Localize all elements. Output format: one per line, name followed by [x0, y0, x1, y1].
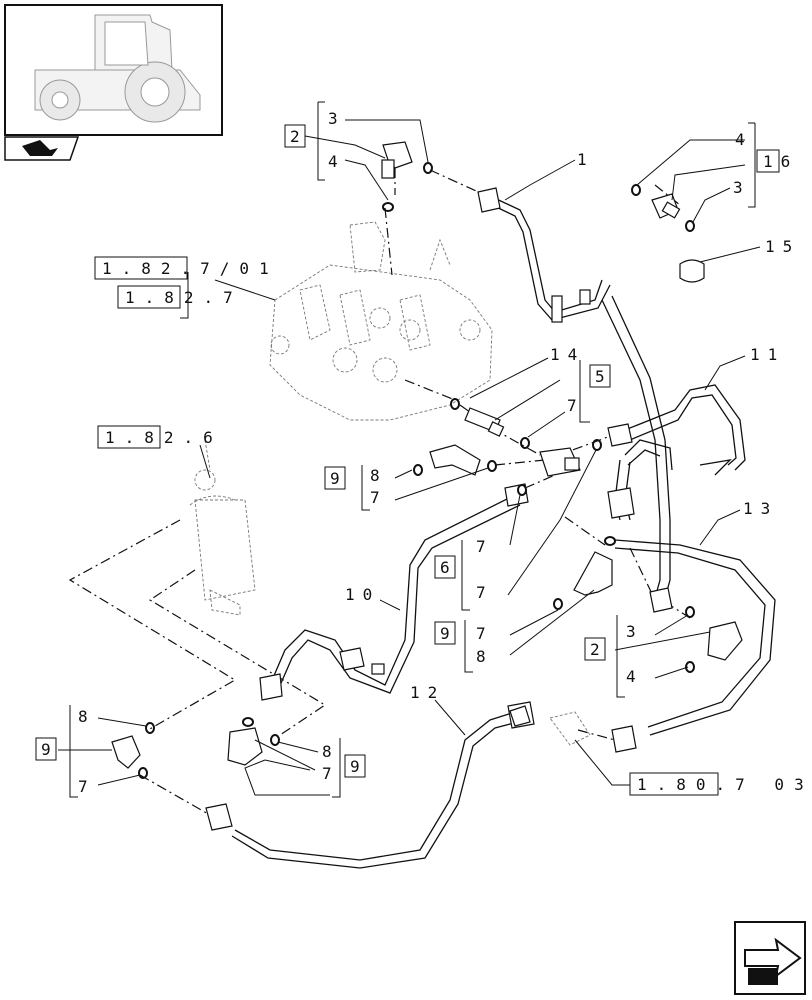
fittings — [111, 141, 743, 769]
hose-13 — [611, 539, 776, 753]
callout-11: 11 — [750, 345, 785, 364]
tee-6 — [539, 447, 581, 477]
callout-4-right: 4 — [735, 130, 753, 149]
elbow-9-upper — [429, 444, 481, 476]
ref-1-82-7[interactable]: 1.82.7 — [125, 288, 243, 307]
pipe-10 — [259, 483, 529, 701]
elbow-9-left — [111, 735, 141, 769]
callout-8-bottom: 8 — [322, 742, 340, 761]
callout-16: 16 — [763, 152, 798, 171]
o-rings — [138, 162, 695, 779]
callout-8-upper: 8 — [370, 466, 388, 485]
ref-1-80-7-03[interactable]: 1.80.7 03 — [637, 775, 812, 794]
callout-7-left: 7 — [78, 777, 96, 796]
callout-3-top: 3 — [328, 109, 346, 128]
callout-2-top: 2 — [290, 127, 308, 146]
callout-7-upper: 7 — [370, 488, 388, 507]
callout-14: 14 — [550, 345, 585, 364]
callout-2-right: 2 — [590, 640, 608, 659]
callout-labels: 1 2 3 4 4 3 16 15 14 5 7 11 9 8 7 13 7 6… — [41, 109, 800, 796]
callout-4-right-lower: 4 — [626, 667, 644, 686]
callout-12: 12 — [410, 683, 445, 702]
lift-cylinder-ghost — [189, 439, 256, 616]
callout-10: 10 — [345, 585, 380, 604]
callout-1: 1 — [577, 150, 595, 169]
control-valve-ghost — [269, 221, 493, 421]
callout-9-upper: 9 — [330, 469, 348, 488]
hose-12 — [205, 701, 535, 869]
callout-9-bottom: 9 — [350, 757, 368, 776]
fitting-5 — [464, 407, 505, 437]
callout-6: 6 — [440, 558, 458, 577]
callout-15: 15 — [765, 237, 800, 256]
callout-4-top: 4 — [328, 152, 346, 171]
reference-labels: 1.82.7/01 1.82.7 1.82.6 1.80.7 03 — [102, 259, 812, 794]
callout-7-b: 7 — [476, 537, 494, 556]
elbow-9-middle — [573, 551, 613, 596]
adapter-16 — [651, 193, 681, 219]
callout-boxes — [35, 124, 780, 796]
hoses — [205, 187, 776, 869]
next-page-arrow-icon[interactable] — [734, 921, 806, 995]
pipe-14-connector — [607, 439, 673, 521]
callout-3-right: 3 — [733, 178, 751, 197]
callout-7-c: 7 — [476, 583, 494, 602]
callout-7-bottom: 7 — [322, 764, 340, 783]
cap-15 — [679, 259, 705, 283]
pipe-1 — [477, 187, 673, 613]
elbow-2-right — [707, 621, 743, 661]
callout-9-middle: 9 — [440, 624, 458, 643]
ref-1-82-7-01[interactable]: 1.82.7/01 — [102, 259, 279, 278]
callout-8-left: 8 — [78, 707, 96, 726]
coupler-ghost — [549, 711, 591, 746]
leader-lines — [58, 101, 761, 798]
callout-13: 13 — [743, 499, 778, 518]
callout-7-d: 7 — [476, 624, 494, 643]
elbow-9-bottom — [227, 727, 263, 766]
callout-9-left: 9 — [41, 740, 59, 759]
pipe-11 — [607, 384, 746, 476]
section-arrow-icon[interactable] — [4, 136, 80, 161]
tractor-icon — [34, 14, 201, 123]
callout-3-right-lower: 3 — [626, 622, 644, 641]
callout-7-a: 7 — [567, 396, 585, 415]
ref-1-82-6[interactable]: 1.82.6 — [105, 428, 223, 447]
coupler-ring — [509, 705, 531, 727]
callout-8-middle: 8 — [476, 647, 494, 666]
tractor-thumbnail[interactable] — [4, 4, 223, 136]
callout-5: 5 — [595, 367, 613, 386]
elbow-top — [381, 141, 413, 179]
